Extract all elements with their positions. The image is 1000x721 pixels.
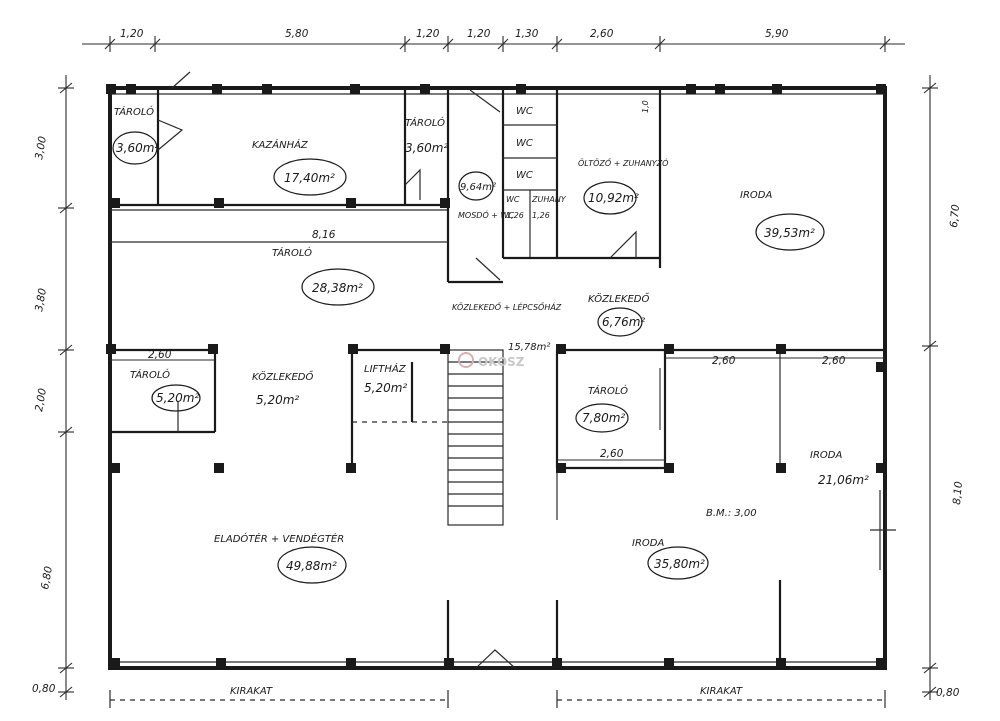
room-corridor-stair-area: 15,78m² — [508, 342, 550, 353]
room-lift-label: LIFTHÁZ — [364, 362, 407, 375]
room-shower-label: ZUHANY — [531, 195, 567, 204]
room-boiler-area: 17,40m² — [284, 171, 335, 185]
room-boiler-label: KAZÁNHÁZ — [252, 138, 309, 151]
room-storage-big-label: TÁROLÓ — [272, 246, 312, 259]
room-corridor-right-label: KÖZLEKEDŐ — [588, 291, 649, 305]
dim-left-3: 2,00 — [33, 387, 49, 412]
room-washroom-area: 9,64m² — [460, 182, 496, 193]
room-storage-mid-area: 3,60m² — [405, 141, 448, 155]
room-wc4-label: WC — [506, 195, 520, 204]
outer-walls — [108, 86, 887, 670]
dim-left-5: 0,80 — [32, 683, 56, 695]
dim-top-3: 1,20 — [416, 28, 440, 40]
dim-top-1: 1,20 — [120, 28, 144, 40]
room-sales-area: 49,88m² — [286, 559, 337, 573]
dim-inner-260b: 2,60 — [712, 355, 736, 367]
room-shower-area: 1,26 — [532, 211, 550, 220]
room-storage-right-area: 7,80m² — [582, 411, 625, 425]
room-labels: TÁROLÓ 3,60m² KAZÁNHÁZ 17,40m² TÁROLÓ 3,… — [112, 105, 869, 584]
dimension-top: 1,20 5,80 1,20 1,20 1,30 2,60 5,90 — [82, 28, 905, 52]
room-corridor-left-area: 5,20m² — [256, 393, 299, 407]
dim-inner-260d: 2,60 — [600, 448, 624, 460]
watermark-logo: OKOSZ — [458, 352, 525, 369]
room-corridor-right-area: 6,76m² — [602, 315, 645, 329]
dim-inner-816: 8,16 — [312, 229, 336, 241]
dim-right-3: 0,80 — [936, 687, 960, 699]
room-corridor-left-label: KÖZLEKEDŐ — [252, 369, 313, 383]
inner-dimensions: 8,16 2,60 2,60 2,60 2,60 1,0 — [110, 100, 885, 461]
room-corridor-stair-label: KÖZLEKEDŐ + LÉPCSŐHÁZ — [452, 301, 562, 312]
room-storage-small-label: TÁROLÓ — [114, 105, 154, 118]
dim-top-6: 2,60 — [590, 28, 614, 40]
dim-right-2: 8,10 — [951, 481, 965, 506]
dim-left-2: 3,80 — [33, 287, 49, 312]
door-size-label: 1,0 — [641, 100, 650, 113]
room-office-bottom-area: 35,80m² — [654, 557, 705, 571]
dimension-left: 3,00 3,80 2,00 6,80 0,80 — [32, 75, 74, 700]
room-wc3-label: WC — [516, 170, 533, 181]
room-storage-right-label: TÁROLÓ — [588, 384, 628, 397]
room-storage-left-label: TÁROLÓ — [130, 368, 170, 381]
dim-inner-260c: 2,60 — [822, 355, 846, 367]
structural-columns — [106, 84, 886, 668]
room-office-bottom-label: IRODA — [632, 538, 664, 549]
room-office-top-label: IRODA — [740, 190, 772, 201]
room-changing-label: ÖLTÖZŐ + ZUHANYZÓ — [578, 157, 668, 168]
room-wc1-label: WC — [516, 106, 533, 117]
room-office-right-area: 21,06m² — [818, 473, 869, 487]
room-height-label: B.M.: 3,00 — [706, 508, 757, 519]
dim-top-5: 1,30 — [515, 28, 539, 40]
kirakat-left-label: KIRAKAT — [230, 686, 273, 697]
shop-windows: KIRAKAT KIRAKAT — [109, 686, 886, 708]
room-washroom-label: MOSDÓ + WC — [458, 209, 514, 220]
room-sales-label: ELADÓTÉR + VENDÉGTÉR — [214, 532, 344, 545]
room-storage-small-area: 3,60m² — [116, 141, 159, 155]
room-changing-area: 10,92m² — [588, 191, 639, 205]
room-storage-big-area: 28,38m² — [312, 281, 363, 295]
room-office-right-label: IRODA — [810, 450, 842, 461]
room-storage-left-area: 5,20m² — [156, 391, 199, 405]
dim-top-7: 5,90 — [765, 28, 789, 40]
dimension-right: 6,70 8,10 0,80 — [922, 75, 965, 700]
room-wc2-label: WC — [516, 138, 533, 149]
dim-top-4: 1,20 — [467, 28, 491, 40]
dim-right-1: 6,70 — [948, 204, 962, 229]
dim-left-4: 6,80 — [39, 565, 55, 590]
room-lift-area: 5,20m² — [364, 381, 407, 395]
room-office-top-area: 39,53m² — [764, 226, 815, 240]
watermark-text: OKOSZ — [478, 355, 525, 369]
dim-inner-260a: 2,60 — [148, 349, 172, 361]
dim-left-1: 3,00 — [33, 135, 49, 160]
room-storage-mid-label: TÁROLÓ — [405, 116, 445, 129]
kirakat-right-label: KIRAKAT — [700, 686, 743, 697]
room-wc4-area: 1,26 — [506, 211, 524, 220]
interior-walls — [110, 71, 896, 669]
dim-top-2: 5,80 — [285, 28, 309, 40]
